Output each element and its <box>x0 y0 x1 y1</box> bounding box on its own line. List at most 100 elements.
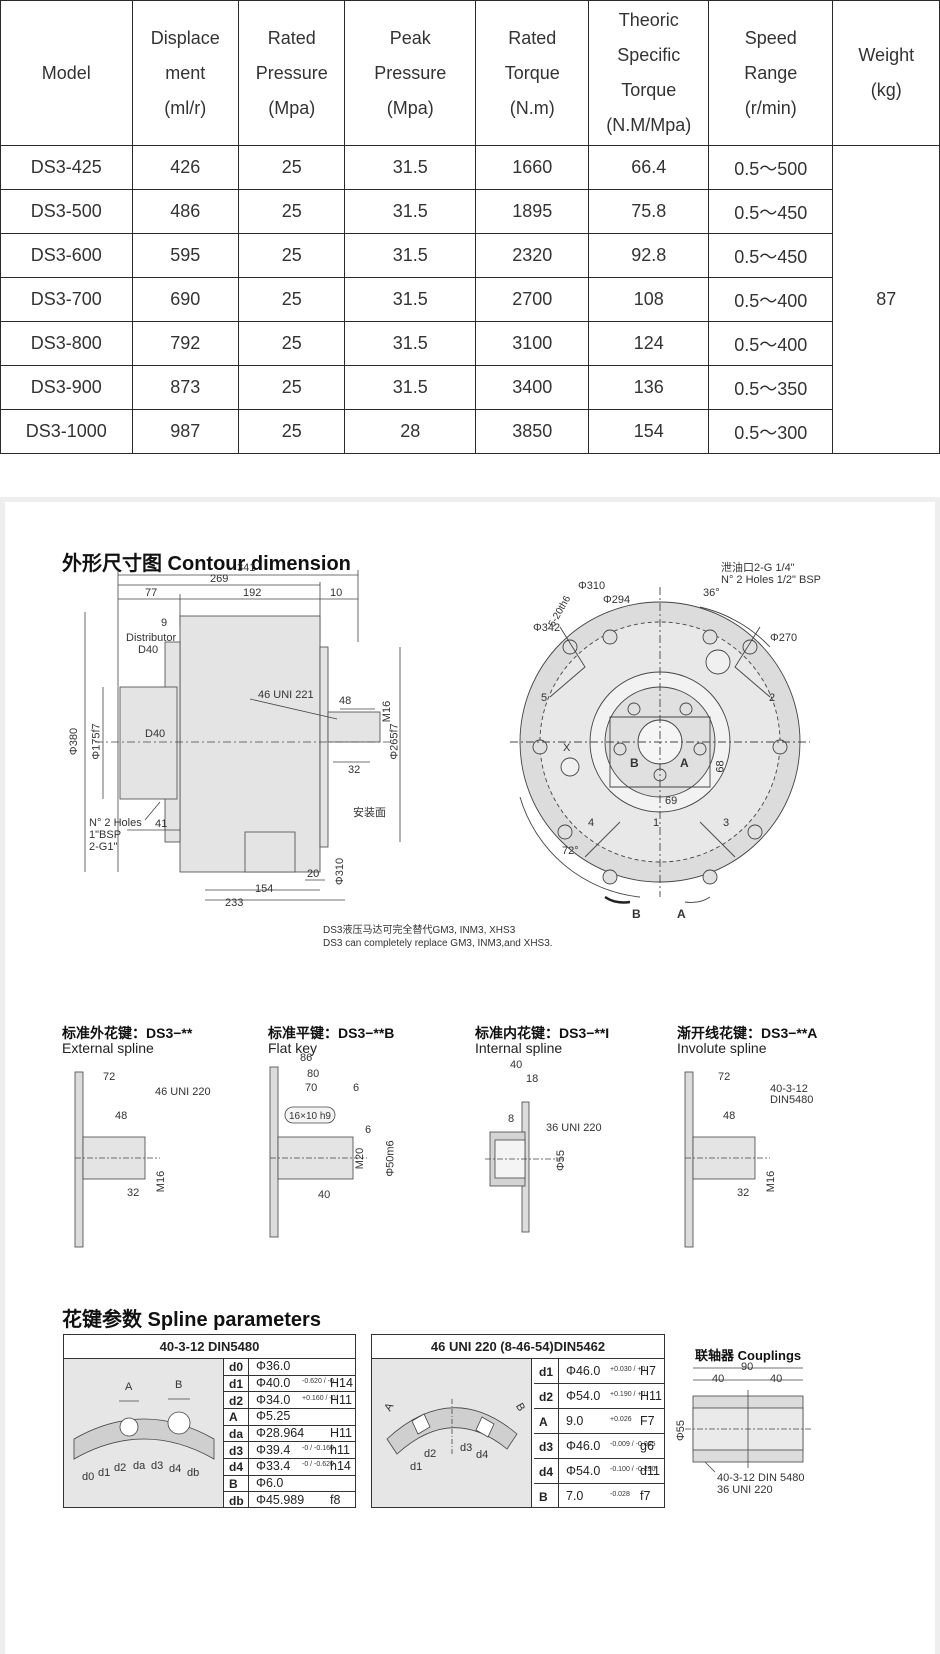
param-value: Φ28.964 <box>256 1426 305 1440</box>
spline-profile-din5480: A B d0 d1 d2 da d3 d4 db <box>64 1359 224 1507</box>
param-tolerance: +0.030 / +0 <box>610 1365 646 1373</box>
header-weight: Weight(kg) <box>832 0 940 146</box>
param-key: d4 <box>539 1464 554 1479</box>
param-row-line <box>224 1408 355 1409</box>
cell-rated-torque: 3400 <box>474 365 590 410</box>
ext-dim-48: 48 <box>115 1110 128 1122</box>
shaft-external-caption-cn: 标准外花键：DS3−** <box>62 1025 193 1041</box>
cell-rated-torque: 3100 <box>474 321 590 366</box>
int-dim-18: 18 <box>526 1073 539 1085</box>
param-row-line <box>224 1491 355 1493</box>
param-value: Φ36.0 <box>256 1359 291 1374</box>
param-class: g6 <box>640 1438 654 1453</box>
coupling-din-label: 40-3-12 DIN 5480 <box>717 1472 805 1484</box>
header-model: Model <box>0 0 133 146</box>
cell-rated-torque: 2320 <box>474 233 590 278</box>
cell-rated-pressure: 25 <box>237 189 346 234</box>
cell-rated-torque: 2700 <box>474 277 590 322</box>
fig2-d1: d1 <box>410 1461 423 1473</box>
param-key: B <box>539 1489 548 1504</box>
cell-rated-torque: 1660 <box>474 145 590 190</box>
fig2-d4: d4 <box>476 1449 489 1461</box>
rotation-b: B <box>632 907 641 921</box>
port-x: X <box>563 742 571 754</box>
drain-label-cn: 泄油口2-G 1/4" <box>721 562 795 574</box>
table-row: DS3-700 690 25 31.5 2700 108 0.5～400 <box>0 277 940 322</box>
rotation-a: A <box>677 907 686 921</box>
param-value: Φ40.0 <box>256 1376 291 1390</box>
cell-rated-torque: 3850 <box>474 409 590 454</box>
dim-9: 9 <box>161 617 168 629</box>
param-value: Φ45.989 <box>256 1492 305 1507</box>
sector-3: 3 <box>723 817 730 829</box>
key-phi50: Φ50m6 <box>384 1140 397 1177</box>
param-value: Φ54.0 <box>566 1388 601 1403</box>
dim-m16: M16 <box>381 700 394 723</box>
fig1-b: B <box>175 1379 183 1391</box>
shaft-external-caption-en: External spline <box>62 1040 154 1056</box>
table-row: DS3-600 595 25 31.5 2320 92.8 0.5～450 <box>0 233 940 278</box>
coupling-uni-label: 36 UNI 220 <box>717 1484 773 1496</box>
param-row-line <box>534 1408 664 1409</box>
fig1-d3: d3 <box>151 1460 164 1472</box>
param-row-line <box>224 1441 355 1443</box>
param-class: h11 <box>330 1442 350 1457</box>
shaft-flatkey-caption-en: Flat key <box>268 1040 318 1056</box>
coupling-dim-40a: 40 <box>712 1373 725 1385</box>
fig2-d2: d2 <box>424 1448 437 1460</box>
dim-phi380: Φ380 <box>68 727 81 756</box>
param-key: d1 <box>229 1377 244 1391</box>
int-phi55: Φ55 <box>555 1149 568 1172</box>
replace-note-cn: DS3液压马达可完全替代GM3, INM3, XHS3 <box>323 925 516 936</box>
key-dim-6b: 6 <box>365 1124 372 1136</box>
dim-d40-top: D40 <box>138 644 159 656</box>
key-dim-86: 86 <box>300 1052 313 1064</box>
param-value: Φ5.25 <box>256 1409 291 1424</box>
param-key: d4 <box>229 1460 244 1475</box>
param-tolerance: +0.026 <box>610 1415 632 1423</box>
param-key: da <box>229 1427 244 1441</box>
param-class: F7 <box>640 1413 655 1428</box>
ext-dim-32: 32 <box>127 1187 140 1199</box>
param-class: H11 <box>640 1388 663 1403</box>
port-a: A <box>680 756 689 770</box>
param-row-line <box>224 1374 355 1376</box>
cell-specific-torque: 108 <box>588 277 709 322</box>
spline-table-din5462: 46 UNI 220 (8-46-54)DIN5462 A B d1 d2 d3… <box>371 1334 665 1508</box>
cell-peak-pressure: 31.5 <box>344 145 476 190</box>
spline-table-din5480-head: 40-3-12 DIN5480 <box>64 1335 355 1359</box>
fig1-da: da <box>133 1460 146 1472</box>
coupling-drawing <box>685 1367 811 1473</box>
dim-41: 41 <box>155 818 168 830</box>
param-row-line <box>224 1474 355 1476</box>
ext-uni: 46 UNI 220 <box>155 1086 211 1098</box>
cell-model: DS3-800 <box>0 321 133 366</box>
dim-d40-mid: D40 <box>145 728 166 740</box>
fig1-d1: d1 <box>98 1467 111 1479</box>
param-row-line <box>224 1458 355 1459</box>
param-class: H7 <box>640 1363 656 1378</box>
cell-speed-range: 0.5～450 <box>707 233 834 278</box>
dim-68: 68 <box>714 760 727 773</box>
replace-note-en: DS3 can completely replace GM3, INM3,and… <box>323 938 553 949</box>
holes-label-1: N° 2 Holes <box>89 817 142 829</box>
spline-table-din5462-head: 46 UNI 220 (8-46-54)DIN5462 <box>372 1335 664 1359</box>
shaft-involute-caption-en: Involute spline <box>677 1040 767 1056</box>
cell-speed-range: 0.5～450 <box>707 189 834 234</box>
front-view-drawing <box>510 587 810 904</box>
table-row: DS3-500 486 25 31.5 1895 75.8 0.5～450 <box>0 189 940 234</box>
coupling-dim-90: 90 <box>741 1361 754 1373</box>
inv-din-2: DIN5480 <box>770 1094 814 1106</box>
dim-phi294: Φ294 <box>603 594 631 606</box>
cell-rated-pressure: 25 <box>237 277 346 322</box>
cell-displacement: 792 <box>131 321 240 366</box>
param-class: H14 <box>330 1376 353 1390</box>
param-value: Φ46.0 <box>566 1363 601 1378</box>
dim-77: 77 <box>145 587 158 599</box>
param-key: A <box>229 1410 238 1425</box>
